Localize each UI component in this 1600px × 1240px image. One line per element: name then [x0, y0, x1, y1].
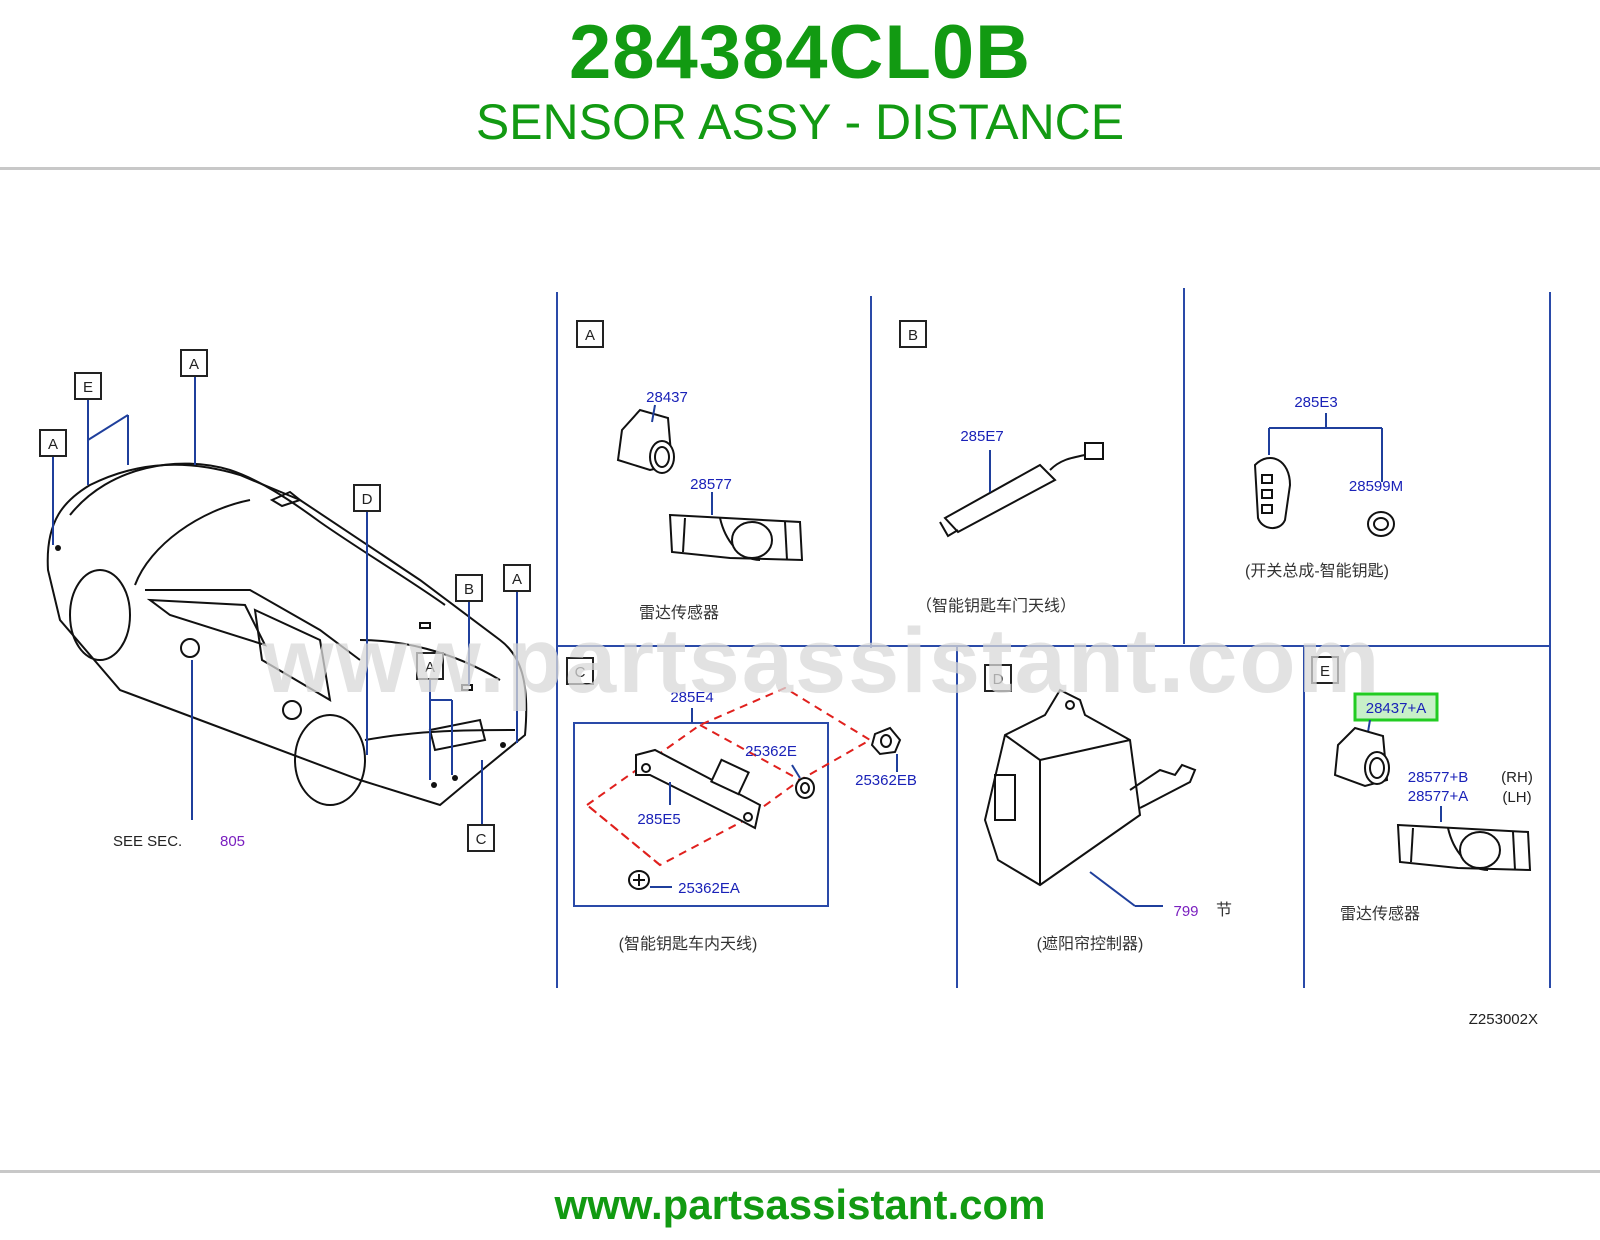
part-28437A-label: 28437+A [1366, 700, 1426, 717]
distance-sensor-drawing [616, 408, 675, 474]
footer-divider [0, 1170, 1600, 1173]
panel-c: C 285E4 285E5 25362E 25362EB [566, 657, 917, 953]
panel-a-caption: 雷达传感器 [639, 604, 719, 622]
panel-d-tag[interactable]: D [984, 664, 1012, 692]
car-callout-a-roof[interactable]: A [180, 349, 208, 377]
car-overview: A E A D B A A C SEE SEC. [39, 349, 531, 852]
panel-letter: E [1320, 663, 1330, 680]
part-25362EA-label[interactable]: 25362EA [678, 880, 740, 897]
part-285E3-label[interactable]: 285E3 [1294, 394, 1337, 411]
clip-25362E-drawing [795, 777, 815, 799]
callout-letter: D [362, 491, 373, 508]
callout-letter: A [189, 356, 199, 373]
callout-letter: A [425, 659, 435, 676]
panel-d: D 799 节 (遮阳帘控制器) [983, 664, 1232, 953]
part-28599M-label[interactable]: 28599M [1349, 478, 1403, 495]
car-callout-a-rear-right[interactable]: A [503, 564, 531, 592]
section-suffix: 节 [1216, 901, 1232, 919]
part-28577-label[interactable]: 28577 [690, 476, 732, 493]
panel-grid [556, 288, 1551, 988]
car-callout-a-rear[interactable]: A [416, 652, 444, 680]
figure-code: Z253002X [1469, 1011, 1538, 1028]
callout-letter: E [83, 379, 93, 396]
section-799-link[interactable]: 799 [1173, 903, 1198, 920]
panel-smart-key: 285E3 28599M (开关总成-智能钥匙) [1245, 394, 1403, 580]
car-callout-b[interactable]: B [455, 574, 483, 602]
part-number-title: 284384CL0B [568, 10, 1032, 95]
callout-letter: B [464, 581, 474, 598]
part-28437-label[interactable]: 28437 [646, 389, 688, 406]
side-rh: (RH) [1501, 769, 1533, 786]
panel-letter: D [993, 671, 1004, 688]
panel-a: A 28437 28577 雷达传感器 [576, 320, 804, 622]
panel-a-tag[interactable]: A [576, 320, 604, 348]
panel-d-caption: (遮阳帘控制器) [1037, 935, 1144, 953]
footer-website-link[interactable]: www.partsassistant.com [554, 1181, 1046, 1228]
part-description: SENSOR ASSY - DISTANCE [475, 94, 1125, 150]
header-divider [0, 167, 1600, 170]
distance-sensor-e-drawing [1333, 726, 1390, 788]
car-callout-a-front[interactable]: A [39, 429, 67, 457]
panel-b-tag[interactable]: B [899, 320, 927, 348]
part-285E5-label[interactable]: 285E5 [637, 811, 680, 828]
parts-diagram: A E A D B A A C SEE SEC. [39, 288, 1551, 1028]
car-callout-c[interactable]: C [467, 824, 495, 852]
see-section-link[interactable]: 805 [220, 833, 245, 850]
callout-letter: C [476, 831, 487, 848]
panel-c-caption: (智能钥匙车内天线) [619, 935, 758, 953]
panel-smart-key-caption: (开关总成-智能钥匙) [1245, 562, 1389, 580]
part-25362E-label[interactable]: 25362E [745, 743, 797, 760]
panel-e: E 28437+A 28577+B (RH) 28577+A (LH) 雷达传感… [1311, 656, 1533, 923]
panel-c-tag[interactable]: C [566, 657, 594, 685]
highlighted-part-28437A[interactable]: 28437+A [1353, 692, 1439, 722]
panel-letter: A [585, 327, 595, 344]
screw-25362EA-drawing [628, 870, 650, 890]
sensor-bracket-drawing [668, 513, 804, 562]
sensor-bracket-e-drawing [1396, 823, 1532, 872]
see-section-label: SEE SEC. [113, 833, 182, 850]
interior-antenna-drawing [635, 748, 762, 830]
panel-e-caption: 雷达传感器 [1340, 905, 1420, 923]
part-25362EB-label[interactable]: 25362EB [855, 772, 917, 789]
car-callout-e[interactable]: E [74, 372, 102, 400]
part-28577A-label[interactable]: 28577+A [1408, 788, 1468, 805]
door-antenna-drawing [939, 442, 1104, 538]
panel-letter: C [575, 664, 586, 681]
sunshade-controller-drawing [983, 688, 1197, 887]
panel-b-caption: （智能钥匙车门天线） [916, 597, 1076, 615]
car-callout-d[interactable]: D [353, 484, 381, 512]
callout-letter: A [512, 571, 522, 588]
panel-e-tag[interactable]: E [1311, 656, 1339, 684]
callout-letter: A [48, 436, 58, 453]
watermark: www.partsassistant.com [261, 610, 1381, 712]
part-285E7-label[interactable]: 285E7 [960, 428, 1003, 445]
part-285E4-label[interactable]: 285E4 [670, 689, 713, 706]
panel-b: B 285E7 （智能钥匙车门天线） [899, 320, 1104, 615]
panel-letter: B [908, 327, 918, 344]
side-lh: (LH) [1502, 789, 1531, 806]
grommet-25362EB-drawing [870, 726, 902, 756]
part-28577B-label[interactable]: 28577+B [1408, 769, 1468, 786]
smart-key-fob-drawing [1253, 456, 1292, 529]
key-battery-drawing [1367, 511, 1395, 537]
